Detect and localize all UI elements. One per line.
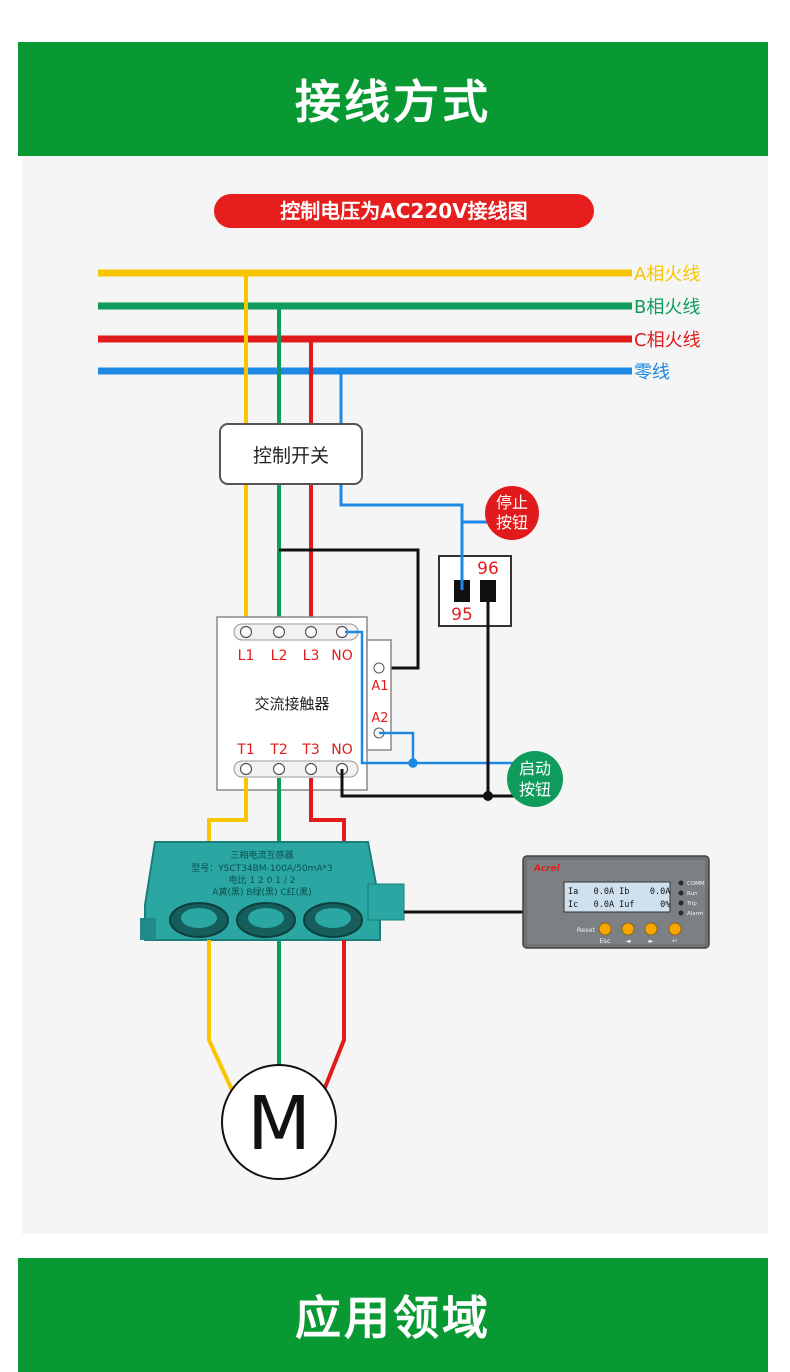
led-trip: Trip <box>686 901 697 907</box>
phase-a-label: A相火线 <box>634 264 700 285</box>
terminal-96: 96 <box>477 559 499 579</box>
ct-line-1: 三相电流互感器 <box>230 849 293 861</box>
control-switch: 控制开关 <box>219 423 363 485</box>
motor-label: M <box>247 1081 311 1167</box>
contactor-label: 交流接触器 <box>254 695 329 713</box>
protector-brand: Acrel <box>533 864 561 874</box>
terminal-no-top: NO <box>331 648 353 664</box>
start-button: 启动 按钮 <box>507 751 563 807</box>
auxiliary-blue-wires <box>345 630 515 768</box>
esc-label: Esc <box>599 937 610 945</box>
protector-screen-line-2: Ic 0.0A Iuf 0% <box>568 900 670 910</box>
section-title: 应用领域 <box>295 1291 491 1345</box>
terminal-no-bottom: NO <box>331 742 353 758</box>
stop-button: 停止 按钮 <box>462 486 539 540</box>
left-arrow-label: ◄ <box>626 937 631 945</box>
enter-label: ↵ <box>672 937 677 945</box>
section-title: 接线方式 <box>295 75 491 129</box>
protector-screen-line-1: Ia 0.0A Ib 0.0A <box>568 887 670 897</box>
terminal-a1: A1 <box>371 679 388 694</box>
led-comm: COMM <box>687 881 705 887</box>
terminal-l1: L1 <box>238 648 255 664</box>
terminal-a2: A2 <box>371 711 388 726</box>
stop-button-label-1: 停止 <box>496 493 528 512</box>
section-header-wiring: 接线方式 <box>18 42 768 156</box>
reset-label: Reset <box>577 926 596 934</box>
led-alarm: Alarm <box>687 911 703 917</box>
motor-feed-wires <box>207 940 346 1091</box>
led-run: Run <box>687 891 698 897</box>
ct-input-wires <box>207 778 346 845</box>
diagram-subtitle: 控制电压为AC220V接线图 <box>214 194 594 228</box>
ac-contactor: L1 L2 L3 NO 交流接触器 A1 A2 T1 T2 T3 NO <box>216 616 392 791</box>
ct-line-2: 型号：YSCT34BM-100A/50mA*3 <box>191 863 333 874</box>
terminal-t2: T2 <box>269 742 287 758</box>
terminal-t1: T1 <box>236 742 254 758</box>
terminal-l2: L2 <box>271 648 288 664</box>
terminal-t3: T3 <box>301 742 319 758</box>
subtitle-text: 控制电压为AC220V接线图 <box>280 199 527 223</box>
motor-protector: Acrel Ia 0.0A Ib 0.0A Ic 0.0A Iuf 0% COM… <box>522 855 710 949</box>
current-transformer: 三相电流互感器 型号：YSCT34BM-100A/50mA*3 电比 1 2 0… <box>140 841 405 941</box>
ct-line-3: 电比 1 2 0 1 / 2 <box>229 874 296 886</box>
phase-b-label: B相火线 <box>634 297 700 318</box>
start-circuit-wires <box>340 602 520 801</box>
start-button-label-1: 启动 <box>519 759 551 778</box>
section-header-applications: 应用领域 <box>18 1258 768 1372</box>
neutral-label: 零线 <box>634 362 670 383</box>
stop-button-label-2: 按钮 <box>496 513 528 532</box>
coil-feed-wire <box>279 548 420 670</box>
right-arrow-label: ► <box>649 937 654 945</box>
relay-contacts: 96 95 <box>438 522 512 627</box>
power-lines: A相火线 B相火线 C相火线 零线 <box>98 264 701 383</box>
phase-c-label: C相火线 <box>634 330 701 351</box>
ct-line-4: A黄(黑) B绿(黑) C红(黑) <box>212 886 311 898</box>
terminal-l3: L3 <box>303 648 320 664</box>
start-button-label-2: 按钮 <box>519 780 551 799</box>
motor: M <box>221 1064 337 1180</box>
terminal-95: 95 <box>451 605 473 625</box>
control-switch-label: 控制开关 <box>253 445 329 467</box>
